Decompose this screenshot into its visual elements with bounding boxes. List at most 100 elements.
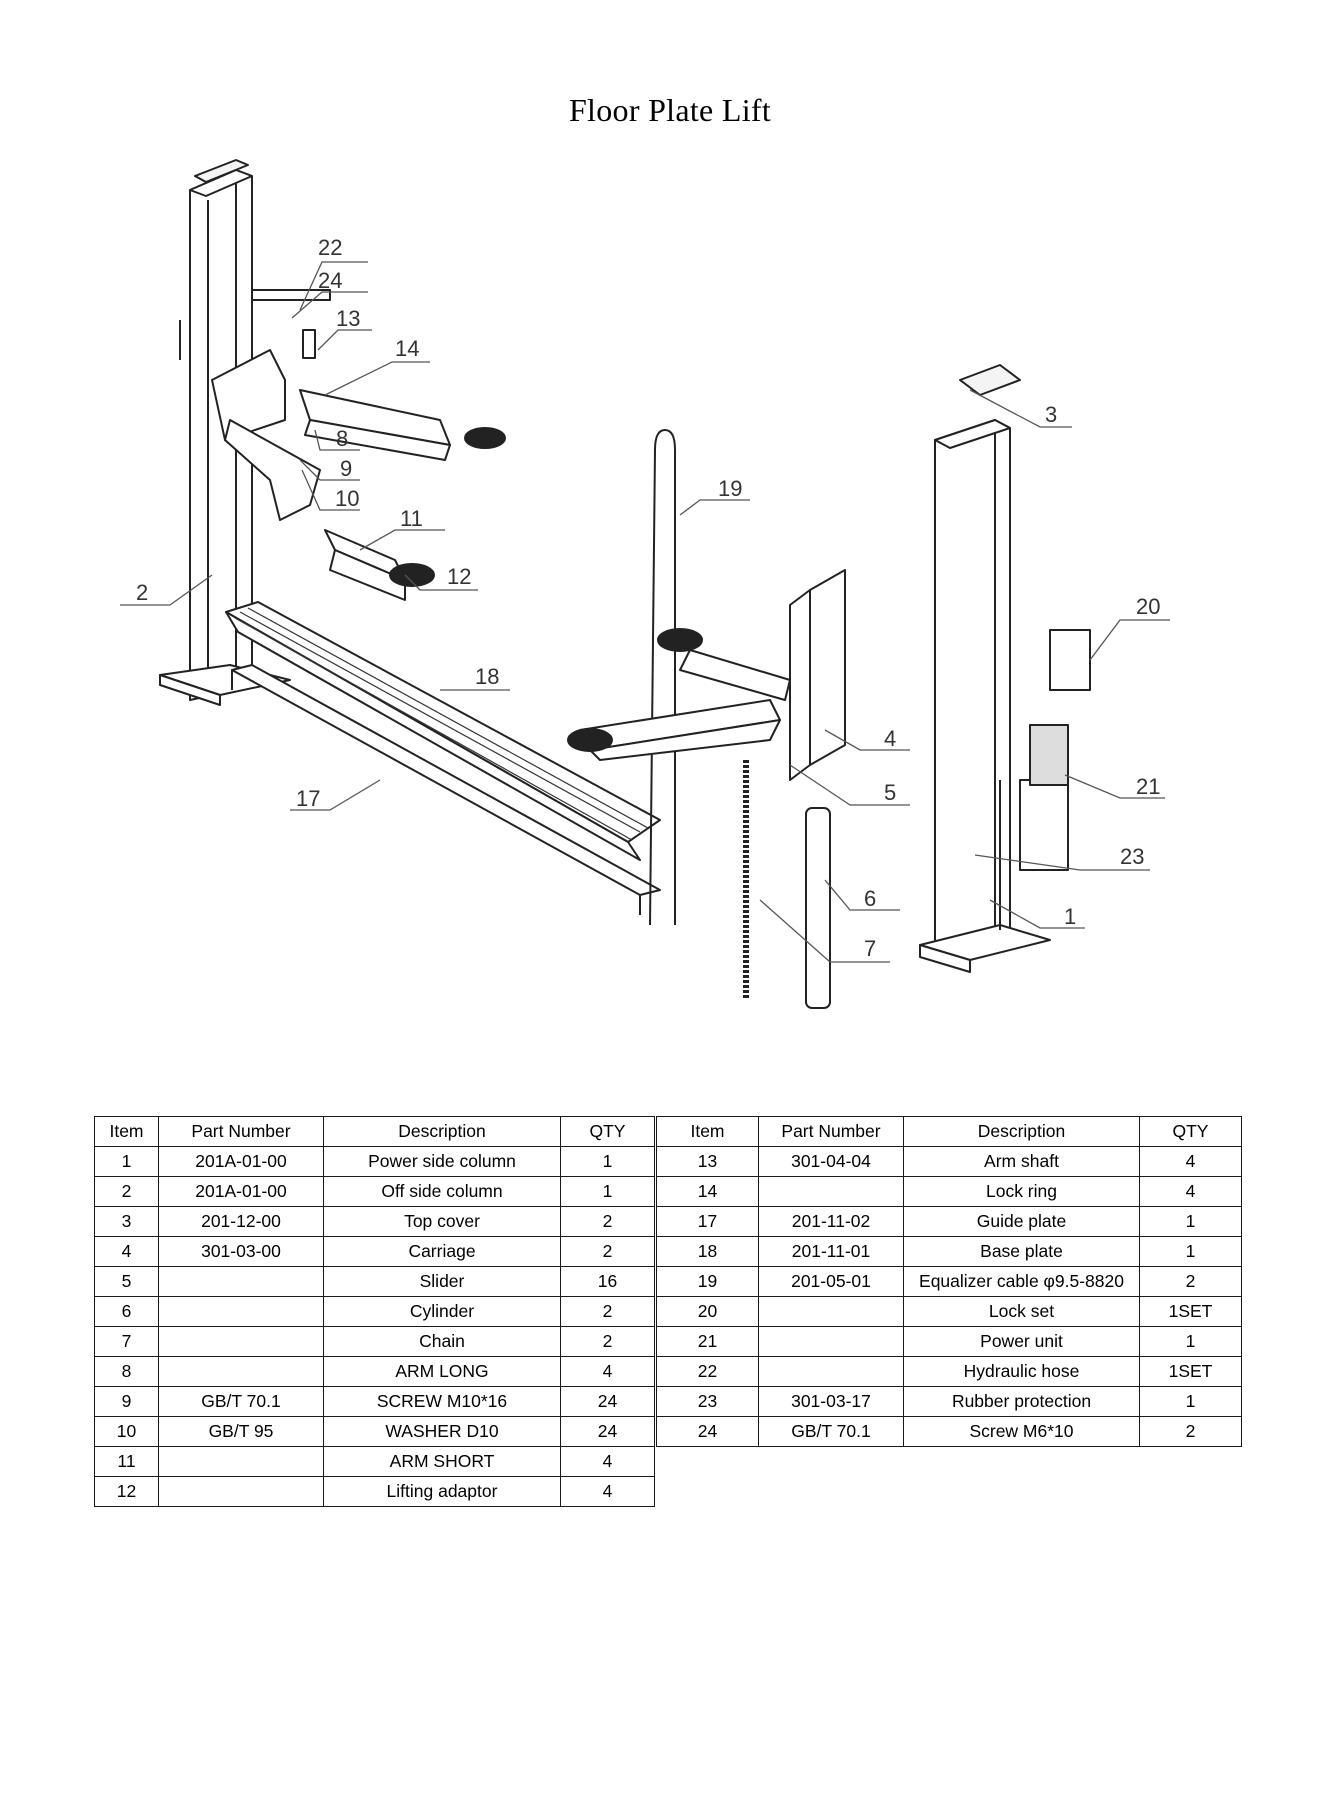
cell-item: 19 xyxy=(656,1266,759,1297)
callout-4: 4 xyxy=(884,726,896,751)
callout-2: 2 xyxy=(136,580,148,605)
cell-part-number xyxy=(158,1296,324,1327)
cell-description: Screw M6*10 xyxy=(903,1416,1140,1447)
cell-part-number xyxy=(158,1356,324,1387)
cell-part-number: 201A-01-00 xyxy=(158,1146,324,1177)
header-description: Description xyxy=(903,1116,1140,1147)
cell-qty: 2 xyxy=(560,1326,655,1357)
cell-part-number: 201-05-01 xyxy=(758,1266,904,1297)
cell-qty: 24 xyxy=(560,1386,655,1417)
cell-item: 24 xyxy=(656,1416,759,1447)
header-qty: QTY xyxy=(1139,1116,1242,1147)
cell-item: 14 xyxy=(656,1176,759,1207)
cell-item: 18 xyxy=(656,1236,759,1267)
cell-qty: 2 xyxy=(1139,1266,1242,1297)
cell-item: 23 xyxy=(656,1386,759,1417)
cell-part-number: 201A-01-00 xyxy=(158,1176,324,1207)
header-qty: QTY xyxy=(560,1116,655,1147)
cell-part-number: 201-12-00 xyxy=(158,1206,324,1237)
callout-18: 18 xyxy=(475,664,499,689)
cell-description: Hydraulic hose xyxy=(903,1356,1140,1387)
cell-qty: 2 xyxy=(560,1206,655,1237)
cell-part-number: 301-03-00 xyxy=(158,1236,324,1267)
cell-qty: 1 xyxy=(1139,1326,1242,1357)
cell-description: Base plate xyxy=(903,1236,1140,1267)
cell-qty: 4 xyxy=(560,1356,655,1387)
cell-qty: 4 xyxy=(1139,1176,1242,1207)
cell-description: Equalizer cable φ9.5-8820 xyxy=(903,1266,1140,1297)
cell-item: 21 xyxy=(656,1326,759,1357)
cell-description: Lock ring xyxy=(903,1176,1140,1207)
cell-item: 1 xyxy=(94,1146,159,1177)
callout-10: 10 xyxy=(335,486,359,511)
cell-item: 11 xyxy=(94,1446,159,1477)
power-side-column-drawing xyxy=(919,364,1091,973)
cell-item: 7 xyxy=(94,1326,159,1357)
callout-9: 9 xyxy=(340,456,352,481)
cell-item: 8 xyxy=(94,1356,159,1387)
cell-qty: 1 xyxy=(1139,1206,1242,1237)
base-plate-drawing xyxy=(225,601,661,915)
cell-item: 13 xyxy=(656,1146,759,1177)
cell-part-number xyxy=(758,1176,904,1207)
callout-5: 5 xyxy=(884,780,896,805)
cell-part-number xyxy=(158,1266,324,1297)
callout-23: 22 xyxy=(318,235,342,260)
cell-qty: 24 xyxy=(560,1416,655,1447)
cell-description: Power unit xyxy=(903,1326,1140,1357)
callout-12: 12 xyxy=(447,564,471,589)
cell-description: ARM SHORT xyxy=(323,1446,561,1477)
cell-qty: 2 xyxy=(1139,1416,1242,1447)
cell-qty: 1 xyxy=(1139,1386,1242,1417)
exploded-lift-diagram: 22 24 13 14 8 9 10 11 12 2 18 17 19 3 4 … xyxy=(120,159,1170,1009)
callout-7: 7 xyxy=(864,936,876,961)
cell-item: 9 xyxy=(94,1386,159,1417)
cell-description: Chain xyxy=(323,1326,561,1357)
cell-part-number: GB/T 70.1 xyxy=(158,1386,324,1417)
cell-part-number: GB/T 95 xyxy=(158,1416,324,1447)
cell-description: ARM LONG xyxy=(323,1356,561,1387)
cell-part-number xyxy=(758,1296,904,1327)
cell-description: Slider xyxy=(323,1266,561,1297)
off-side-column-drawing xyxy=(159,159,291,706)
cell-description: Arm shaft xyxy=(903,1146,1140,1177)
cell-item: 12 xyxy=(94,1476,159,1507)
cell-description: Cylinder xyxy=(323,1296,561,1327)
callout-8: 8 xyxy=(336,426,348,451)
cell-part-number: 301-03-17 xyxy=(758,1386,904,1417)
callout-14: 14 xyxy=(395,336,419,361)
cell-part-number: 201-11-01 xyxy=(758,1236,904,1267)
cell-item: 2 xyxy=(94,1176,159,1207)
cell-description: Lock set xyxy=(903,1296,1140,1327)
cell-item: 22 xyxy=(656,1356,759,1387)
callout-20: 20 xyxy=(1136,594,1160,619)
page-title: Floor Plate Lift xyxy=(568,92,772,128)
header-item: Item xyxy=(94,1116,159,1147)
cell-item: 3 xyxy=(94,1206,159,1237)
cell-description: Off side column xyxy=(323,1176,561,1207)
cell-qty: 16 xyxy=(560,1266,655,1297)
header-part-number: Part Number xyxy=(758,1116,904,1147)
callout-13: 13 xyxy=(336,306,360,331)
callout-3: 3 xyxy=(1045,402,1057,427)
cell-part-number xyxy=(158,1326,324,1357)
cell-description: WASHER D10 xyxy=(323,1416,561,1447)
cell-description: Guide plate xyxy=(903,1206,1140,1237)
cell-qty: 4 xyxy=(560,1446,655,1477)
callout-19: 19 xyxy=(718,476,742,501)
